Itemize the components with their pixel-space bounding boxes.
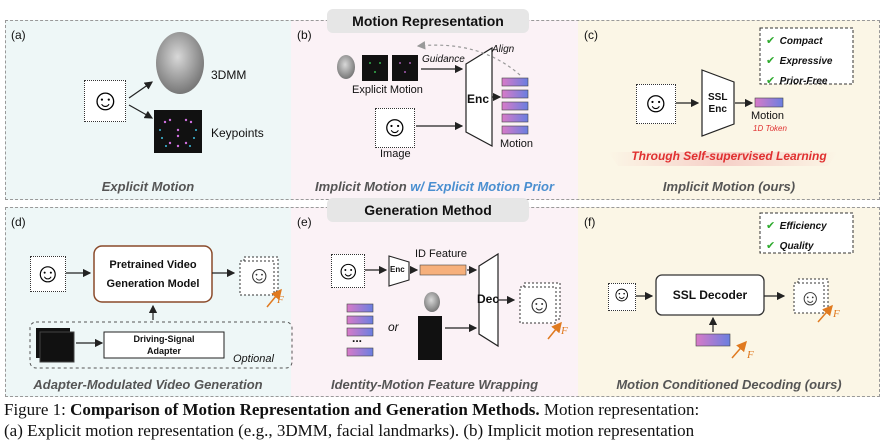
check-icon: ✔ <box>766 75 776 87</box>
smiley-face-icon: ☺ <box>380 111 410 143</box>
panel-b-graphics <box>337 41 529 148</box>
label-guidance: Guidance <box>422 54 465 65</box>
panel-c-caption: Implicit Motion (ours) <box>662 179 796 194</box>
label-enc: Enc <box>467 92 490 106</box>
panel-d-input-face: ☺ <box>30 256 66 292</box>
panel-c-checklist: ✔ Compact ✔ Expressive ✔ Prior-Free <box>766 31 833 91</box>
panel-d-caption: Adapter-Modulated Video Generation <box>33 377 263 392</box>
caption-rest: Motion representation: <box>539 400 700 419</box>
panel-d-f-label: F <box>277 294 284 306</box>
panel-f-letter: (f) <box>584 215 596 229</box>
check-item-prior-free: ✔ Prior-Free <box>766 75 828 87</box>
label-motion-c: Motion <box>751 110 785 122</box>
label-ssl-decoder: SSL Decoder <box>672 288 748 302</box>
check-item-compact: ✔ Compact <box>766 35 823 47</box>
panel-e-f-label: F <box>561 325 568 337</box>
label-align: Align <box>492 44 515 55</box>
panel-c-letter: (c) <box>584 28 598 42</box>
label-optional: Optional <box>233 353 274 365</box>
panel-f-caption: Motion Conditioned Decoding (ours) <box>616 377 842 392</box>
label-enc-e: Enc <box>390 265 405 274</box>
label-motion: Motion <box>500 138 534 150</box>
panel-b-input-face: ☺ <box>375 108 415 148</box>
adapter-line1: Driving-Signal <box>133 334 195 344</box>
label-id-feature: ID Feature <box>415 248 467 260</box>
panel-e-input-face: ☺ <box>331 254 365 288</box>
label-ssl-enc: SSL Enc <box>708 92 727 116</box>
label-image: Image <box>380 148 411 160</box>
panel-e-caption: Identity-Motion Feature Wrapping <box>330 377 539 392</box>
adapter-label: Driving-Signal Adapter <box>104 333 224 357</box>
panel-e-letter: (e) <box>297 215 312 229</box>
panel-a-caption: Explicit Motion <box>101 179 195 194</box>
panel-a-background <box>5 20 291 200</box>
check-icon: ✔ <box>766 240 776 252</box>
panel-d-letter: (d) <box>11 215 26 229</box>
panel-e-graphics <box>346 252 562 360</box>
panel-c-input-face: ☺ <box>636 84 676 124</box>
panel-f-output-face-icon: ☺ <box>799 285 822 310</box>
pretrained-video-model-box <box>93 245 213 303</box>
panel-b-letter: (b) <box>297 28 312 42</box>
panel-e-motion-tokens <box>346 303 374 357</box>
smiley-face-icon: ☺ <box>611 283 633 306</box>
smiley-face-icon: ☺ <box>90 84 121 117</box>
panel-f-input-face: ☺ <box>608 283 636 311</box>
pretrained-model-label: Pretrained Video Generation Model <box>94 256 212 294</box>
label-dec: Dec <box>477 292 500 306</box>
panel-a-graphics <box>128 32 204 153</box>
label-ellipsis: ... <box>352 331 363 345</box>
caption-prefix: Figure 1: <box>4 400 71 419</box>
label-or: or <box>388 320 399 334</box>
model-line2: Generation Model <box>106 278 200 290</box>
id-feature-token <box>419 264 467 276</box>
check-item-quality: ✔ Quality <box>766 240 814 252</box>
panel-e-output-face-icon: ☺ <box>526 289 553 319</box>
label-3dmm: 3DMM <box>211 68 247 82</box>
3dmm-face-mesh <box>156 32 204 94</box>
caption-bold: Comparison of Motion Representation and … <box>70 400 540 419</box>
panel-b-background <box>291 20 578 200</box>
check-icon: ✔ <box>766 220 776 232</box>
check-icon: ✔ <box>766 35 776 47</box>
ssl-enc-line1: SSL <box>708 92 728 103</box>
smiley-face-icon: ☺ <box>335 255 362 285</box>
panel-f-checklist: ✔ Efficiency ✔ Quality <box>766 216 827 256</box>
panel-a-letter: (a) <box>11 28 26 42</box>
ssl-enc-line2: Enc <box>708 104 727 115</box>
check-item-expressive: ✔ Expressive <box>766 55 833 67</box>
panel-b-motion-tokens <box>501 77 529 135</box>
panel-d-output-face-icon: ☺ <box>247 262 272 289</box>
check-item-efficiency: ✔ Efficiency <box>766 220 827 232</box>
panel-f-f-label-2: F <box>747 349 754 361</box>
label-1d-token: 1D Token <box>753 124 787 133</box>
panel-b-caption: Implicit Motion w/ Explicit Motion Prior <box>291 179 578 194</box>
figure-caption-line2: (a) Explicit motion representation (e.g.… <box>4 421 695 440</box>
ssl-decoder-box <box>655 274 765 316</box>
smiley-face-icon: ☺ <box>34 258 62 288</box>
section-header-motion-representation: Motion Representation <box>327 9 529 33</box>
panel-a-input-face: ☺ <box>84 80 126 122</box>
caption-text: Implicit Motion <box>314 179 411 194</box>
smiley-face-icon: ☺ <box>641 87 671 119</box>
adapter-line2: Adapter <box>146 346 181 356</box>
diagram-graphics <box>29 27 854 369</box>
model-line1: Pretrained Video <box>109 259 197 271</box>
panel-f-f-label: F <box>833 308 840 320</box>
panel-d-graphics <box>29 245 293 369</box>
check-icon: ✔ <box>766 55 776 67</box>
1d-motion-token <box>754 97 784 108</box>
self-supervised-banner: Through Self-supervised Learning <box>631 149 827 163</box>
label-explicit-motion: Explicit Motion <box>352 84 423 96</box>
caption-highlight: w/ Explicit Motion Prior <box>410 179 555 194</box>
section-header-generation-method: Generation Method <box>327 198 529 222</box>
panel-f-graphics <box>634 212 854 359</box>
label-keypoints: Keypoints <box>211 126 264 140</box>
figure-caption-line1: Figure 1: Comparison of Motion Represent… <box>4 400 699 420</box>
panel-c-graphics <box>608 27 854 166</box>
